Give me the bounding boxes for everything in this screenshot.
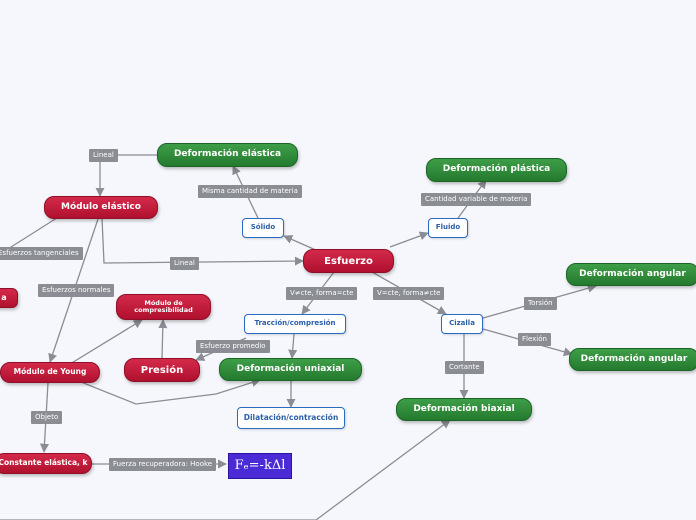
node-deformacion-uniaxial[interactable]: Deformación uniaxial xyxy=(219,358,362,381)
link-modulo-esfuerzo xyxy=(101,217,304,266)
node-deformacion-elastica[interactable]: Deformación elástica xyxy=(157,143,298,167)
link-traccion-uniaxial xyxy=(288,333,298,359)
node-esfuerzo[interactable]: Esfuerzo xyxy=(303,249,394,273)
label-esfuerzos-normales: Esfuerzos normales xyxy=(38,284,115,297)
label-lineal-top: Lineal xyxy=(89,149,118,162)
label-esfuerzo-promedio: Esfuerzo promedio xyxy=(196,340,270,353)
node-presion[interactable]: Presión xyxy=(124,358,200,382)
label-v-cte-1: V≠cte, forma=cte xyxy=(286,287,358,300)
node-deformacion-angular-1[interactable]: Deformación angular xyxy=(566,263,696,286)
node-deformacion-biaxial[interactable]: Deformación biaxial xyxy=(396,398,532,421)
node-cizalla[interactable]: Cizalla xyxy=(441,314,483,334)
label-v-cte-2: V=cte, forma≠cte xyxy=(373,287,445,300)
link-presion-compresibilidad xyxy=(158,319,168,359)
link-esfuerzo-fluido xyxy=(389,231,429,248)
node-modulo-compresibilidad[interactable]: Módulo de compresibilidad xyxy=(116,294,211,320)
label-cortante: Cortante xyxy=(445,361,484,374)
node-solido[interactable]: Sólido xyxy=(242,218,284,238)
node-deformacion-plastica[interactable]: Deformación plástica xyxy=(426,158,567,182)
node-hooke-formula[interactable]: Fₑ=-kΔl xyxy=(228,453,292,479)
label-cantidad-variable: Cantidad variable de materia xyxy=(421,193,532,206)
link-esfuerzo-solido xyxy=(283,235,319,252)
label-fuerza-recuperadora: Fuerza recuperadora: Hooke xyxy=(109,458,217,471)
node-dilatacion-contraccion[interactable]: Dilatación/contracción xyxy=(237,407,345,429)
node-modulo-young[interactable]: Módulo de Young xyxy=(0,362,100,383)
link-biaxial-bottom xyxy=(0,419,451,520)
node-constante-elastica[interactable]: Constante elástica, k xyxy=(0,453,92,474)
link-young-compresibilidad xyxy=(69,319,143,365)
node-fluido[interactable]: Fluido xyxy=(428,218,468,238)
node-left-cut[interactable]: a xyxy=(0,288,18,308)
label-torsion: Torsión xyxy=(524,297,557,310)
label-flexion: Flexión xyxy=(518,333,551,346)
node-deformacion-angular-2[interactable]: Deformación angular xyxy=(569,348,696,371)
node-traccion-compresion[interactable]: Tracción/compresión xyxy=(244,314,346,334)
label-lineal-mid: Lineal xyxy=(170,257,199,270)
label-misma-cantidad: Misma cantidad de materia xyxy=(198,185,302,198)
label-objeto: Objeto xyxy=(31,411,63,424)
node-modulo-elastico[interactable]: Módulo elástico xyxy=(44,196,158,219)
link-young-uniaxial xyxy=(75,378,261,405)
label-esfuerzos-tangenciales: Esfuerzos tangenciales xyxy=(0,247,83,260)
